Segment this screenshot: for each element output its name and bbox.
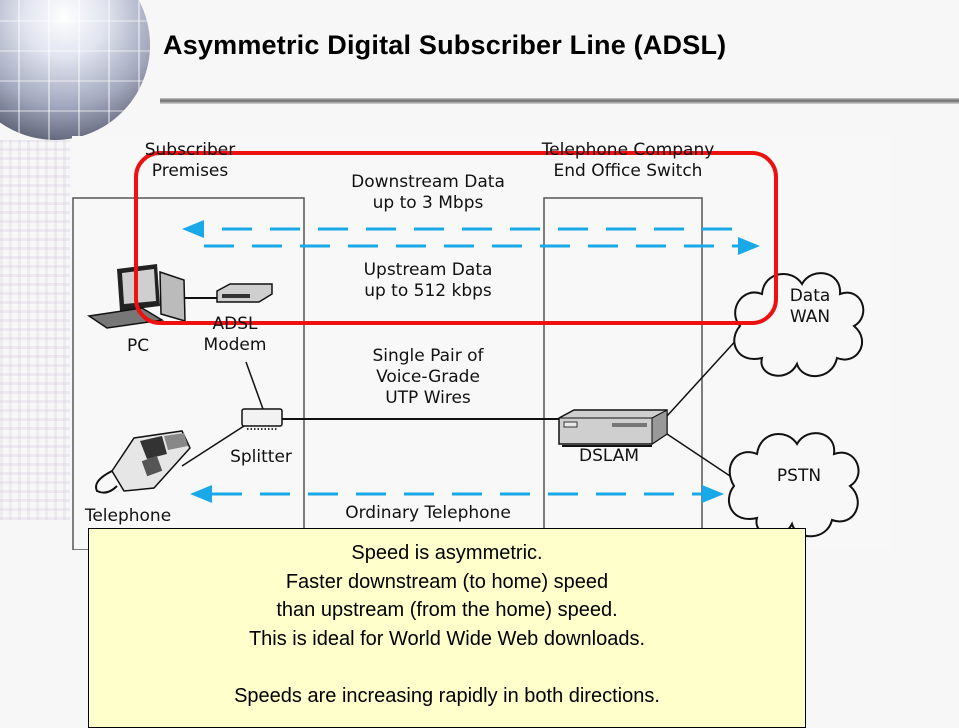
summary-callout: Speed is asymmetric. Faster downstream (… <box>88 528 806 728</box>
adsl-modem-icon <box>184 283 273 303</box>
splitter-label: Splitter <box>230 447 292 467</box>
globe-grid-decoration <box>0 0 150 140</box>
telephone-label: Telephone <box>84 506 172 526</box>
subscriber-premises-label: Subscriber Premises <box>144 140 236 181</box>
callout-text: Speed is asymmetric. Faster downstream (… <box>89 539 805 711</box>
dslam-label: DSLAM <box>578 446 640 466</box>
upstream-label: Upstream Data up to 512 kbps <box>363 260 493 301</box>
callout-line: than upstream (from the home) speed. <box>276 599 618 622</box>
callout-line: Speeds are increasing rapidly in both di… <box>234 684 660 707</box>
data-wan-cloud-icon <box>733 272 865 378</box>
callout-line: This is ideal for World Wide Web downloa… <box>248 627 646 650</box>
dslam-icon <box>558 409 668 447</box>
downstream-arrowhead <box>182 220 204 238</box>
highlight-box <box>134 151 778 325</box>
splitter-icon <box>241 408 283 430</box>
callout-line: Speed is asymmetric. <box>351 542 543 564</box>
subscriber-premises-box <box>72 197 305 550</box>
callout-line: Faster downstream (to home) speed <box>285 570 609 593</box>
telephone-arrowhead-left <box>190 485 212 503</box>
slide-title: Asymmetric Digital Subscriber Line (ADSL… <box>163 30 727 60</box>
dslam-to-pstn-link <box>666 433 731 477</box>
adsl-modem-label: ADSL Modem <box>203 314 267 355</box>
callout-line <box>89 653 805 682</box>
upstream-arrowhead <box>738 237 760 255</box>
utp-wires-label: Single Pair of Voice-Grade UTP Wires <box>372 346 484 408</box>
end-office-box <box>543 197 703 550</box>
modem-to-splitter-wire <box>245 361 264 410</box>
ordinary-telephone-label: Ordinary Telephone <box>345 503 511 523</box>
title-divider <box>160 98 959 104</box>
splitter-to-phone-wire <box>181 425 245 467</box>
dslam-to-wan-link <box>666 335 741 417</box>
downstream-label: Downstream Data up to 3 Mbps <box>351 172 505 213</box>
telephone-arrowhead-right <box>702 485 724 503</box>
end-office-label: Telephone Company End Office Switch <box>541 140 715 181</box>
background-decoration <box>0 140 70 520</box>
diagram-canvas <box>72 151 865 550</box>
pstn-label: PSTN <box>776 466 822 486</box>
data-wan-label: Data WAN <box>789 286 831 327</box>
telephone-icon <box>95 430 191 494</box>
pc-label: PC <box>126 336 150 356</box>
adsl-diagram: Subscriber Premises Telephone Company En… <box>72 136 892 550</box>
pc-icon <box>86 264 186 329</box>
